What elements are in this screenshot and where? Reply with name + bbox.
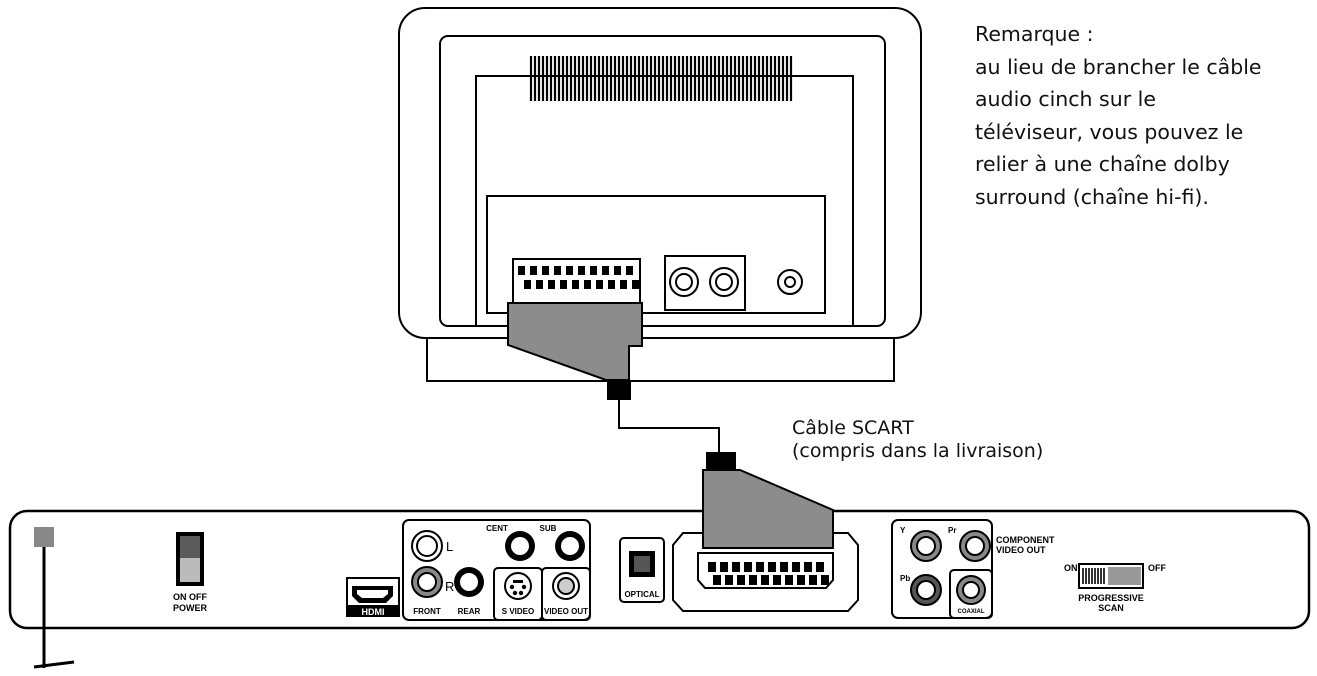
audio-output-block [402,519,591,621]
component-label-bottom: VIDEO OUT [996,545,1046,555]
dvd-player-body [8,509,1311,630]
optical-label: OPTICAL [624,590,659,599]
hdmi-port [346,577,400,617]
remark-line: téléviseur, vous pouvez le [975,119,1244,144]
power-label-top: ON OFF [173,592,207,602]
audio-l-label: L [446,539,453,554]
sub-label: SUB [540,524,557,533]
audio-jacks [411,530,585,600]
comp-y-label: Y [900,526,906,535]
rear-label: REAR [458,607,481,616]
front-label: FRONT [413,607,441,616]
tv-stand [426,337,895,382]
tv-rca-jacks [664,255,803,311]
optical-port [619,537,665,603]
remark-note: Remarque : au lieu de brancher le câble … [975,18,1310,213]
scart-cable-label: Câble SCART (compris dans la livraison) [792,417,1043,463]
player-scart-plug [702,452,834,549]
component-jacks [910,530,991,606]
hdmi-label: HDMI [362,607,385,617]
power-switch[interactable] [176,532,204,586]
comp-pr-label: Pr [948,526,956,535]
component-label-top: COMPONENT [996,535,1055,545]
prog-label-bottom: SCAN [1098,603,1124,613]
component-video-block [891,519,993,619]
coaxial-label: COAXIAL [958,609,985,615]
remark-line: relier à une chaîne dolby [975,152,1230,176]
remark-line: au lieu de brancher le câble [975,54,1262,79]
tv-vent-grille [529,56,793,101]
comp-pb-label: Pb [900,574,910,583]
scart-cable-title: Câble SCART [792,417,914,439]
remark-line: audio cinch sur le [975,87,1156,111]
power-label-bottom: POWER [173,603,208,613]
audio-r-label: R [445,579,454,594]
prog-on-label: ON [1064,563,1078,573]
progressive-scan-switch[interactable] [1078,563,1144,589]
video-out-label: VIDEO OUT [544,607,588,616]
scart-cable [618,400,720,452]
cent-label: CENT [486,524,508,533]
scart-cable-subtitle: (compris dans la livraison) [792,440,1044,462]
tv-scart-plug [507,302,643,400]
remark-line: surround (chaîne hi-fi). [975,184,1209,209]
svideo-label: S VIDEO [502,607,534,616]
prog-label-top: PROGRESSIVE [1078,593,1144,603]
power-cord [33,527,75,669]
player-scart-socket [672,532,859,612]
remark-title: Remarque : [975,22,1094,46]
tv-connector-panel [486,195,826,314]
television [398,7,922,382]
prog-off-label: OFF [1148,563,1166,573]
